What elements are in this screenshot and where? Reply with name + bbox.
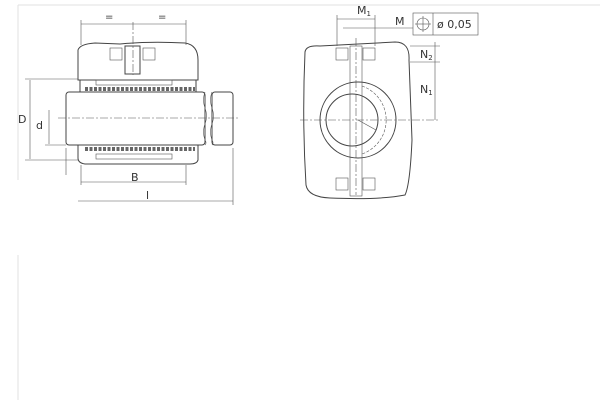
dim-d-label: d bbox=[36, 119, 43, 132]
dim-N1-label: N1 bbox=[420, 83, 433, 97]
bearing-upper bbox=[79, 79, 197, 93]
dim-N2-label: N2 bbox=[420, 48, 433, 62]
tolerance-frame: ø 0,05 bbox=[412, 12, 479, 36]
front-view: ø 0,05 M1 M N2 N1 bbox=[300, 4, 479, 200]
shaft bbox=[65, 91, 206, 146]
dim-M1-label: M1 bbox=[357, 4, 371, 18]
tolerance-value: ø 0,05 bbox=[437, 18, 472, 31]
housing-section bbox=[77, 41, 199, 81]
shaft-end bbox=[211, 91, 234, 146]
dim-M-label: M bbox=[395, 15, 405, 28]
side-view: = = D d B l bbox=[18, 12, 238, 205]
bearing-lower bbox=[77, 144, 199, 165]
equal-label-left: = bbox=[105, 12, 113, 23]
grease-nipple-bore bbox=[124, 45, 141, 75]
housing-front-section bbox=[303, 41, 413, 200]
equal-label-right: = bbox=[158, 12, 166, 23]
dim-D-label: D bbox=[18, 113, 26, 126]
page-frame bbox=[17, 4, 600, 400]
dim-l-label: l bbox=[146, 189, 149, 202]
position-icon bbox=[415, 16, 431, 32]
dim-B-label: B bbox=[131, 171, 139, 184]
